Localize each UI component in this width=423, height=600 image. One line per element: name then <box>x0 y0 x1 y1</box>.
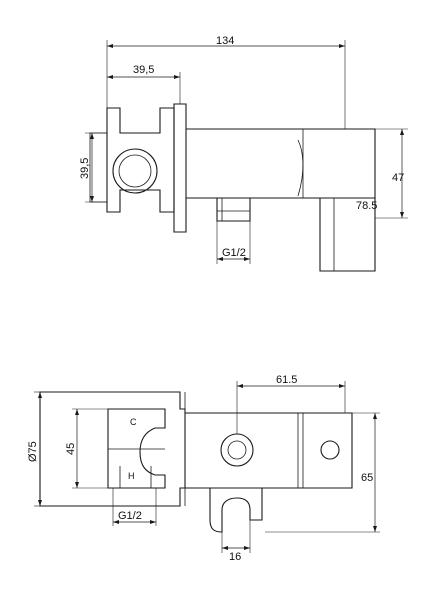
front-body <box>185 412 353 489</box>
front-view: C H Ø75 45 61.5 <box>27 374 380 563</box>
arrow <box>373 413 377 419</box>
arrow <box>75 482 79 488</box>
arrow <box>217 257 223 261</box>
valve-body <box>186 128 376 199</box>
dim-label-thread-front: G1/2 <box>118 510 142 522</box>
arrow <box>107 75 113 79</box>
wall-flange <box>173 103 187 233</box>
dim-label-outlet-width: 16 <box>229 551 241 563</box>
flange-wing-left <box>89 132 108 203</box>
arrow <box>400 129 404 135</box>
arrow <box>150 520 156 524</box>
handle-knob <box>220 433 254 467</box>
handle-knob-inner <box>227 440 247 460</box>
dim-label-thread-top: G1/2 <box>222 247 246 259</box>
arrow <box>237 384 243 388</box>
dim-label-overall-length: 134 <box>216 35 234 47</box>
arrow <box>174 75 180 79</box>
dim-label-center-distance: 61.5 <box>276 374 297 386</box>
valve-cartridge-inner <box>118 154 152 188</box>
label-hot: H <box>128 471 135 481</box>
dim-label-body-height: 47 <box>392 172 404 184</box>
arrow <box>75 409 79 415</box>
arrow <box>38 500 42 506</box>
top-view: 134 39,5 39,5 47 78.5 G1/2 <box>79 35 408 272</box>
arrow <box>113 520 119 524</box>
valve-cartridge-circle <box>112 148 158 194</box>
arrow <box>90 133 94 139</box>
arrow <box>38 392 42 398</box>
arrow <box>373 526 377 532</box>
dim-label-flange-height: 39,5 <box>79 158 91 179</box>
shower-holder <box>319 198 376 272</box>
dim-label-flange-to-body: 39,5 <box>133 64 154 76</box>
valve-block <box>107 408 166 489</box>
dim-label-diameter: Ø75 <box>27 441 39 462</box>
thread-connector <box>216 198 251 222</box>
label-cold: C <box>130 417 137 427</box>
holder-joint <box>297 139 304 197</box>
arrow <box>400 212 404 218</box>
arrow <box>244 257 250 261</box>
arrow <box>222 546 228 550</box>
arrow <box>339 384 345 388</box>
rear-flange <box>106 107 175 213</box>
arrow <box>339 44 345 48</box>
dim-label-outlet-depth: 78.5 <box>356 200 377 212</box>
arrow <box>244 546 250 550</box>
bottom-outlet <box>209 488 263 533</box>
arrow <box>107 44 113 48</box>
holder-circle <box>320 440 340 460</box>
arrow <box>90 196 94 202</box>
dim-label-total-height: 65 <box>361 472 373 484</box>
dim-label-valve-height: 45 <box>65 443 77 455</box>
